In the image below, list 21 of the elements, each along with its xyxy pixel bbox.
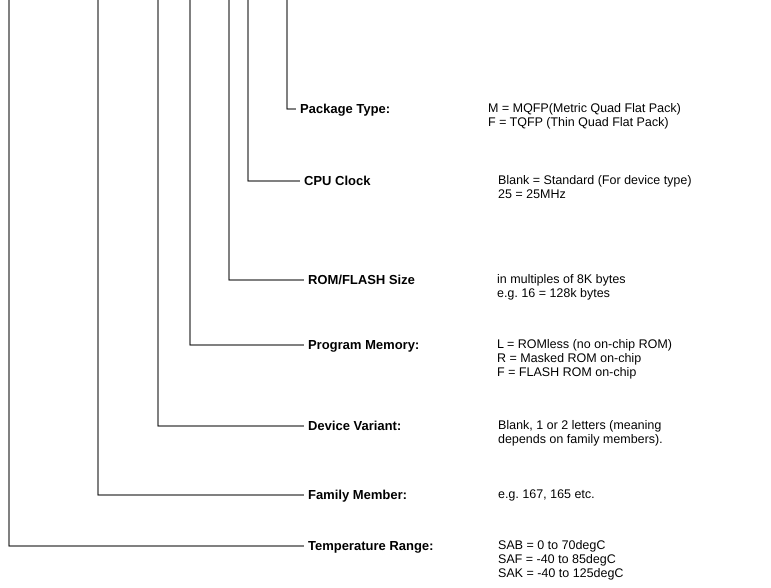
leader-line [190, 0, 304, 346]
description-text: Blank, 1 or 2 letters (meaning depends on family members). [498, 418, 663, 446]
field-label: Temperature Range: [308, 538, 434, 553]
field-label: Package Type: [300, 101, 390, 116]
leader-line [158, 0, 304, 426]
field-label: Device Variant: [308, 418, 402, 433]
description-text: L = ROMless (no on-chip ROM) R = Masked ROM on-chip F = FLASH ROM on-chip [497, 337, 672, 379]
leader-line [8, 0, 304, 546]
field-label: Program Memory: [308, 337, 420, 352]
description-text: Blank = Standard (For device type) 25 = 25MHz [498, 173, 692, 201]
leader-line [228, 0, 304, 280]
leader-line [286, 0, 296, 110]
description-text: M = MQFP(Metric Quad Flat Pack) F = TQFP (Thin Quad Flat Pack) [488, 101, 681, 129]
field-label: Family Member: [308, 487, 407, 502]
description-text: e.g. 167, 165 etc. [498, 487, 595, 501]
description-text: SAB = 0 to 70degC SAF = -40 to 85degC SAK = -40 to 125degC [498, 538, 624, 580]
field-label: CPU Clock [304, 173, 370, 188]
field-label: ROM/FLASH Size [308, 272, 415, 287]
description-text: in multiples of 8K bytes e.g. 16 = 128k bytes [497, 272, 626, 300]
leader-line [98, 0, 304, 496]
leader-line [248, 0, 300, 182]
